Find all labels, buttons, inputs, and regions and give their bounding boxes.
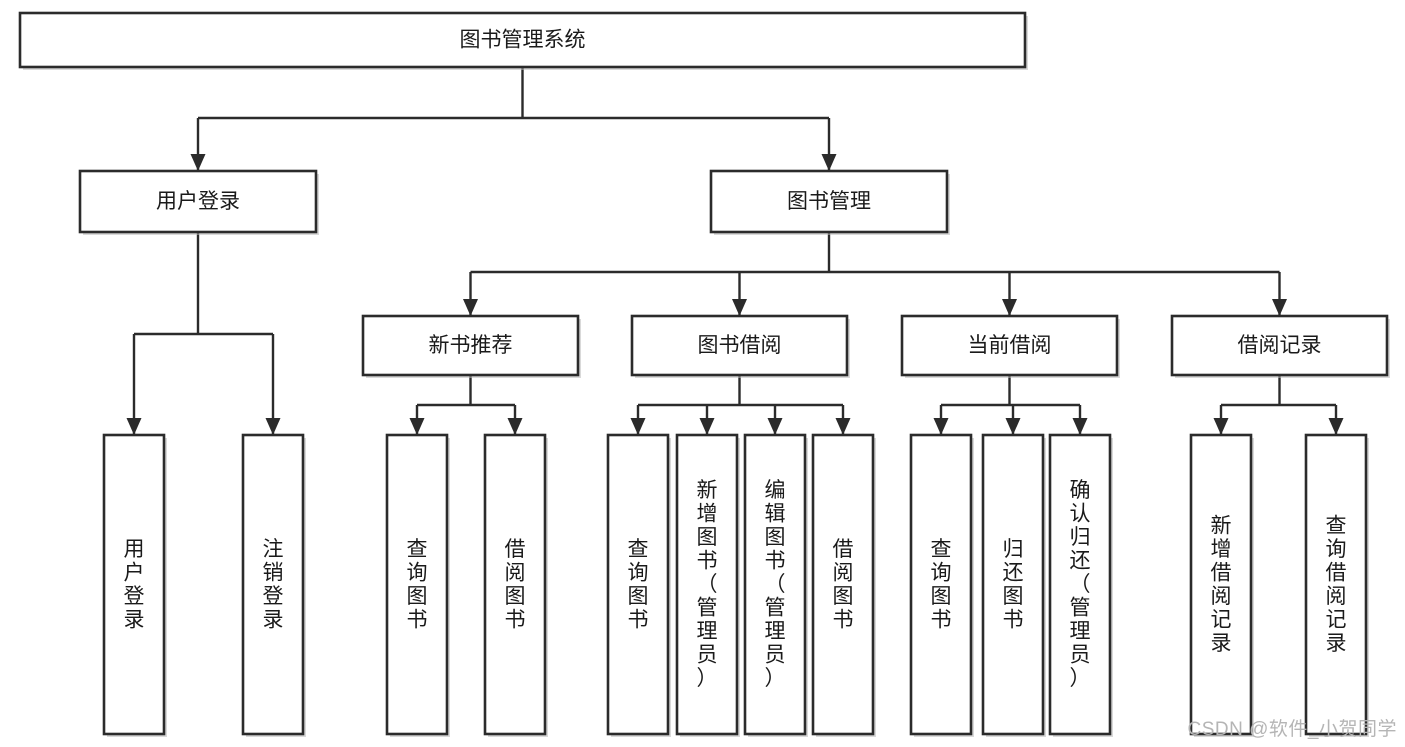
connectors-layer <box>126 67 1344 435</box>
node-leaf-return-book[interactable]: 归还图书 <box>981 433 1046 737</box>
node-label: 用户登录 <box>124 538 145 632</box>
arrow-head-icon <box>1328 418 1344 435</box>
arrow-head-icon <box>1272 299 1287 316</box>
node-label: 新增借阅记录 <box>1211 514 1232 655</box>
node-box[interactable] <box>102 433 166 736</box>
node-box[interactable] <box>900 314 1119 377</box>
node-label: 当前借阅 <box>968 334 1052 357</box>
nodes-layer: 图书管理系统用户登录图书管理新书推荐图书借阅当前借阅借阅记录用户登录注销登录查询… <box>18 11 1390 737</box>
arrow-head-icon <box>835 418 851 435</box>
node-label: 归还图书 <box>1003 538 1024 632</box>
connector-user-login-to-leaves <box>126 232 281 435</box>
node-book-management[interactable]: 图书管理 <box>709 169 950 235</box>
node-label: 编辑图书（管理员） <box>765 479 786 690</box>
node-box[interactable] <box>981 433 1045 736</box>
node-label: 用户登录 <box>156 190 240 213</box>
node-borrow-record[interactable]: 借阅记录 <box>1170 314 1390 378</box>
node-label: 借阅图书 <box>505 538 526 632</box>
node-label: 确认归还（管理员） <box>1070 479 1091 690</box>
node-box[interactable] <box>385 433 449 736</box>
node-box[interactable] <box>18 11 1027 69</box>
node-label: 查询图书 <box>407 538 428 632</box>
connector-current-borrow-to-leaves <box>933 375 1088 435</box>
node-box[interactable] <box>606 433 670 736</box>
arrow-head-icon <box>1002 299 1017 316</box>
arrow-head-icon <box>767 418 783 435</box>
node-user-login[interactable]: 用户登录 <box>78 169 319 235</box>
node-leaf-add-book[interactable]: 新增图书（管理员） <box>675 433 740 737</box>
node-label: 新书推荐 <box>429 334 513 357</box>
node-box[interactable] <box>811 433 875 736</box>
node-box[interactable] <box>1170 314 1389 377</box>
node-label: 查询借阅记录 <box>1326 514 1347 655</box>
arrow-head-icon <box>409 418 425 435</box>
connector-new-book-recommend-to-leaves <box>409 375 523 435</box>
node-label: 图书借阅 <box>698 334 782 357</box>
node-label: 注销登录 <box>263 538 284 632</box>
arrow-head-icon <box>732 299 747 316</box>
arrow-head-icon <box>463 299 478 316</box>
arrow-head-icon <box>126 418 142 435</box>
node-label: 图书管理系统 <box>460 29 586 52</box>
arrow-head-icon <box>190 154 206 171</box>
node-label: 新增图书（管理员） <box>697 479 718 690</box>
node-label: 借阅记录 <box>1238 334 1322 357</box>
node-box[interactable] <box>361 314 580 377</box>
arrow-head-icon <box>1005 418 1021 435</box>
node-box[interactable] <box>1304 433 1368 736</box>
connector-book-management-to-level2 <box>463 232 1287 316</box>
node-new-book-recommend[interactable]: 新书推荐 <box>361 314 581 378</box>
arrow-head-icon <box>821 154 837 171</box>
node-label: 查询图书 <box>931 538 952 632</box>
node-box[interactable] <box>709 169 949 234</box>
node-box[interactable] <box>743 433 807 736</box>
node-book-borrow[interactable]: 图书借阅 <box>630 314 850 378</box>
node-box[interactable] <box>909 433 973 736</box>
node-root[interactable]: 图书管理系统 <box>18 11 1028 70</box>
csdn-watermark: CSDN @软件_小贺同学 <box>1187 719 1397 740</box>
node-box[interactable] <box>241 433 305 736</box>
node-leaf-borrow-book-2[interactable]: 借阅图书 <box>811 433 876 737</box>
connector-book-borrow-to-leaves <box>630 375 851 435</box>
connector-borrow-record-to-leaves <box>1213 375 1344 435</box>
node-label: 图书管理 <box>787 190 871 213</box>
node-box[interactable] <box>1048 433 1112 736</box>
arrow-head-icon <box>1213 418 1229 435</box>
node-leaf-query-book-3[interactable]: 查询图书 <box>909 433 974 737</box>
node-leaf-confirm-return[interactable]: 确认归还（管理员） <box>1048 433 1113 737</box>
node-label: 查询图书 <box>628 538 649 632</box>
arrow-head-icon <box>933 418 949 435</box>
connector-root-to-level1 <box>190 67 837 171</box>
node-box[interactable] <box>675 433 739 736</box>
node-label: 借阅图书 <box>833 538 854 632</box>
node-leaf-user-logout[interactable]: 注销登录 <box>241 433 306 737</box>
node-leaf-query-record[interactable]: 查询借阅记录 <box>1304 433 1369 737</box>
node-leaf-query-book-1[interactable]: 查询图书 <box>385 433 450 737</box>
node-leaf-edit-book[interactable]: 编辑图书（管理员） <box>743 433 808 737</box>
node-box[interactable] <box>1189 433 1253 736</box>
node-leaf-user-login[interactable]: 用户登录 <box>102 433 167 737</box>
node-leaf-add-record[interactable]: 新增借阅记录 <box>1189 433 1254 737</box>
node-leaf-borrow-book-1[interactable]: 借阅图书 <box>483 433 548 737</box>
node-leaf-query-book-2[interactable]: 查询图书 <box>606 433 671 737</box>
arrow-head-icon <box>265 418 281 435</box>
arrow-head-icon <box>699 418 715 435</box>
node-box[interactable] <box>78 169 318 234</box>
arrow-head-icon <box>1072 418 1088 435</box>
arrow-head-icon <box>630 418 646 435</box>
arrow-head-icon <box>507 418 523 435</box>
node-box[interactable] <box>483 433 547 736</box>
node-box[interactable] <box>630 314 849 377</box>
node-current-borrow[interactable]: 当前借阅 <box>900 314 1120 378</box>
